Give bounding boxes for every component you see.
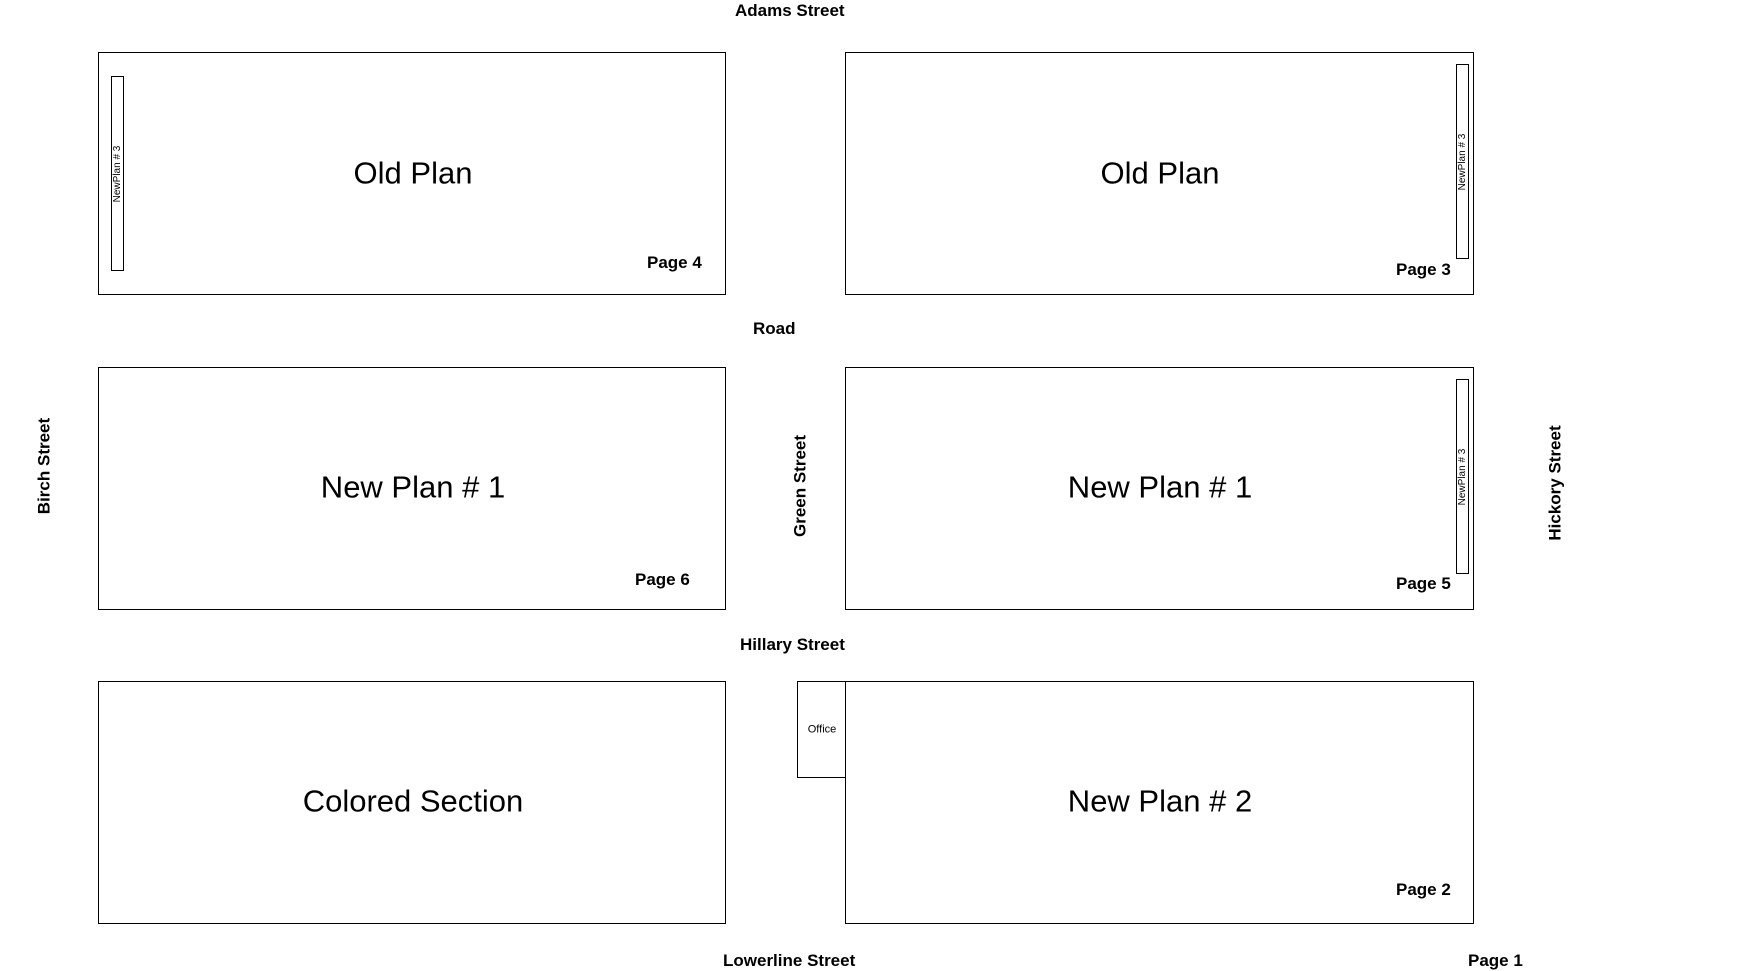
new-plan-3-strip[interactable]: NewPlan # 3 — [111, 76, 124, 271]
map-block-old-plan-page-4[interactable]: NewPlan # 3 Old Plan Page 4 — [98, 52, 726, 295]
page-label: Page 6 — [635, 570, 690, 589]
street-label-hillary: Hillary Street — [740, 635, 845, 654]
page-label: Page 3 — [1396, 260, 1451, 279]
block-title: Old Plan — [1100, 155, 1220, 191]
street-label-birch: Birch Street — [34, 417, 54, 515]
office-block[interactable]: Office — [797, 681, 847, 778]
block-title: Colored Section — [302, 783, 524, 819]
block-title: Old Plan — [353, 155, 473, 191]
street-label-hickory: Hickory Street — [1545, 425, 1565, 541]
block-title: New Plan # 2 — [1067, 783, 1253, 819]
block-title: New Plan # 1 — [1067, 469, 1253, 505]
map-block-new-plan-2-page-2[interactable]: New Plan # 2 Page 2 — [845, 681, 1474, 924]
map-block-new-plan-1-page-6[interactable]: New Plan # 1 Page 6 — [98, 367, 726, 610]
page-label: Page 2 — [1396, 880, 1451, 899]
map-block-new-plan-1-page-5[interactable]: NewPlan # 3 New Plan # 1 Page 5 — [845, 367, 1474, 610]
office-label: Office — [807, 723, 837, 736]
street-label-adams: Adams Street — [735, 1, 845, 20]
page-label: Page 5 — [1396, 574, 1451, 593]
strip-label: NewPlan # 3 — [1456, 133, 1468, 190]
page-label: Page 4 — [647, 253, 702, 272]
street-label-road: Road — [753, 319, 796, 338]
new-plan-3-strip[interactable]: NewPlan # 3 — [1456, 64, 1469, 259]
map-block-colored-section[interactable]: Colored Section — [98, 681, 726, 924]
sheet-page-label: Page 1 — [1468, 951, 1523, 970]
street-label-green: Green Street — [790, 434, 810, 538]
strip-label: NewPlan # 3 — [111, 145, 123, 202]
new-plan-3-strip[interactable]: NewPlan # 3 — [1456, 379, 1469, 574]
map-block-old-plan-page-3[interactable]: NewPlan # 3 Old Plan Page 3 — [845, 52, 1474, 295]
street-label-lowerline: Lowerline Street — [723, 951, 856, 970]
strip-label: NewPlan # 3 — [1456, 448, 1468, 505]
block-title: New Plan # 1 — [320, 469, 506, 505]
